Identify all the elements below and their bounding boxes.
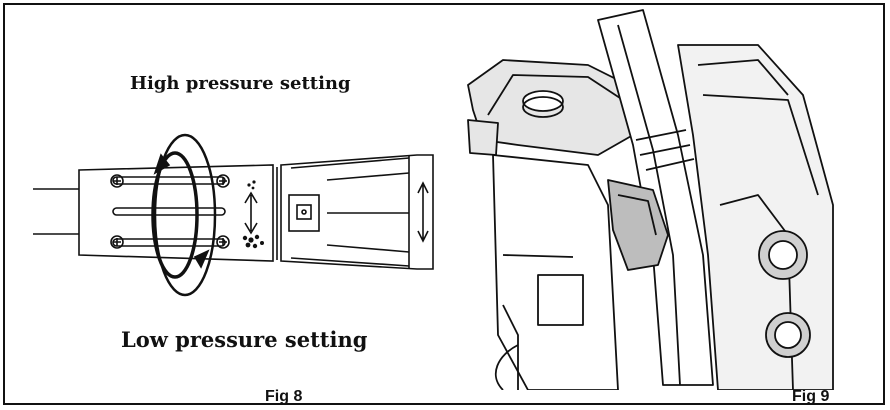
- fig8-caption: Fig 8: [265, 388, 303, 405]
- figure-frame: High pressure setting Low pressure setti…: [3, 3, 885, 405]
- washer-illustration: [467, 9, 834, 390]
- fig9-caption: Fig 9: [792, 388, 830, 405]
- nozzle-illustration: [33, 133, 434, 297]
- figure-8: High pressure setting Low pressure setti…: [5, 5, 455, 405]
- figure-9: [458, 5, 838, 390]
- low-pressure-label: Low pressure setting: [121, 327, 368, 352]
- high-pressure-label: High pressure setting: [130, 73, 351, 94]
